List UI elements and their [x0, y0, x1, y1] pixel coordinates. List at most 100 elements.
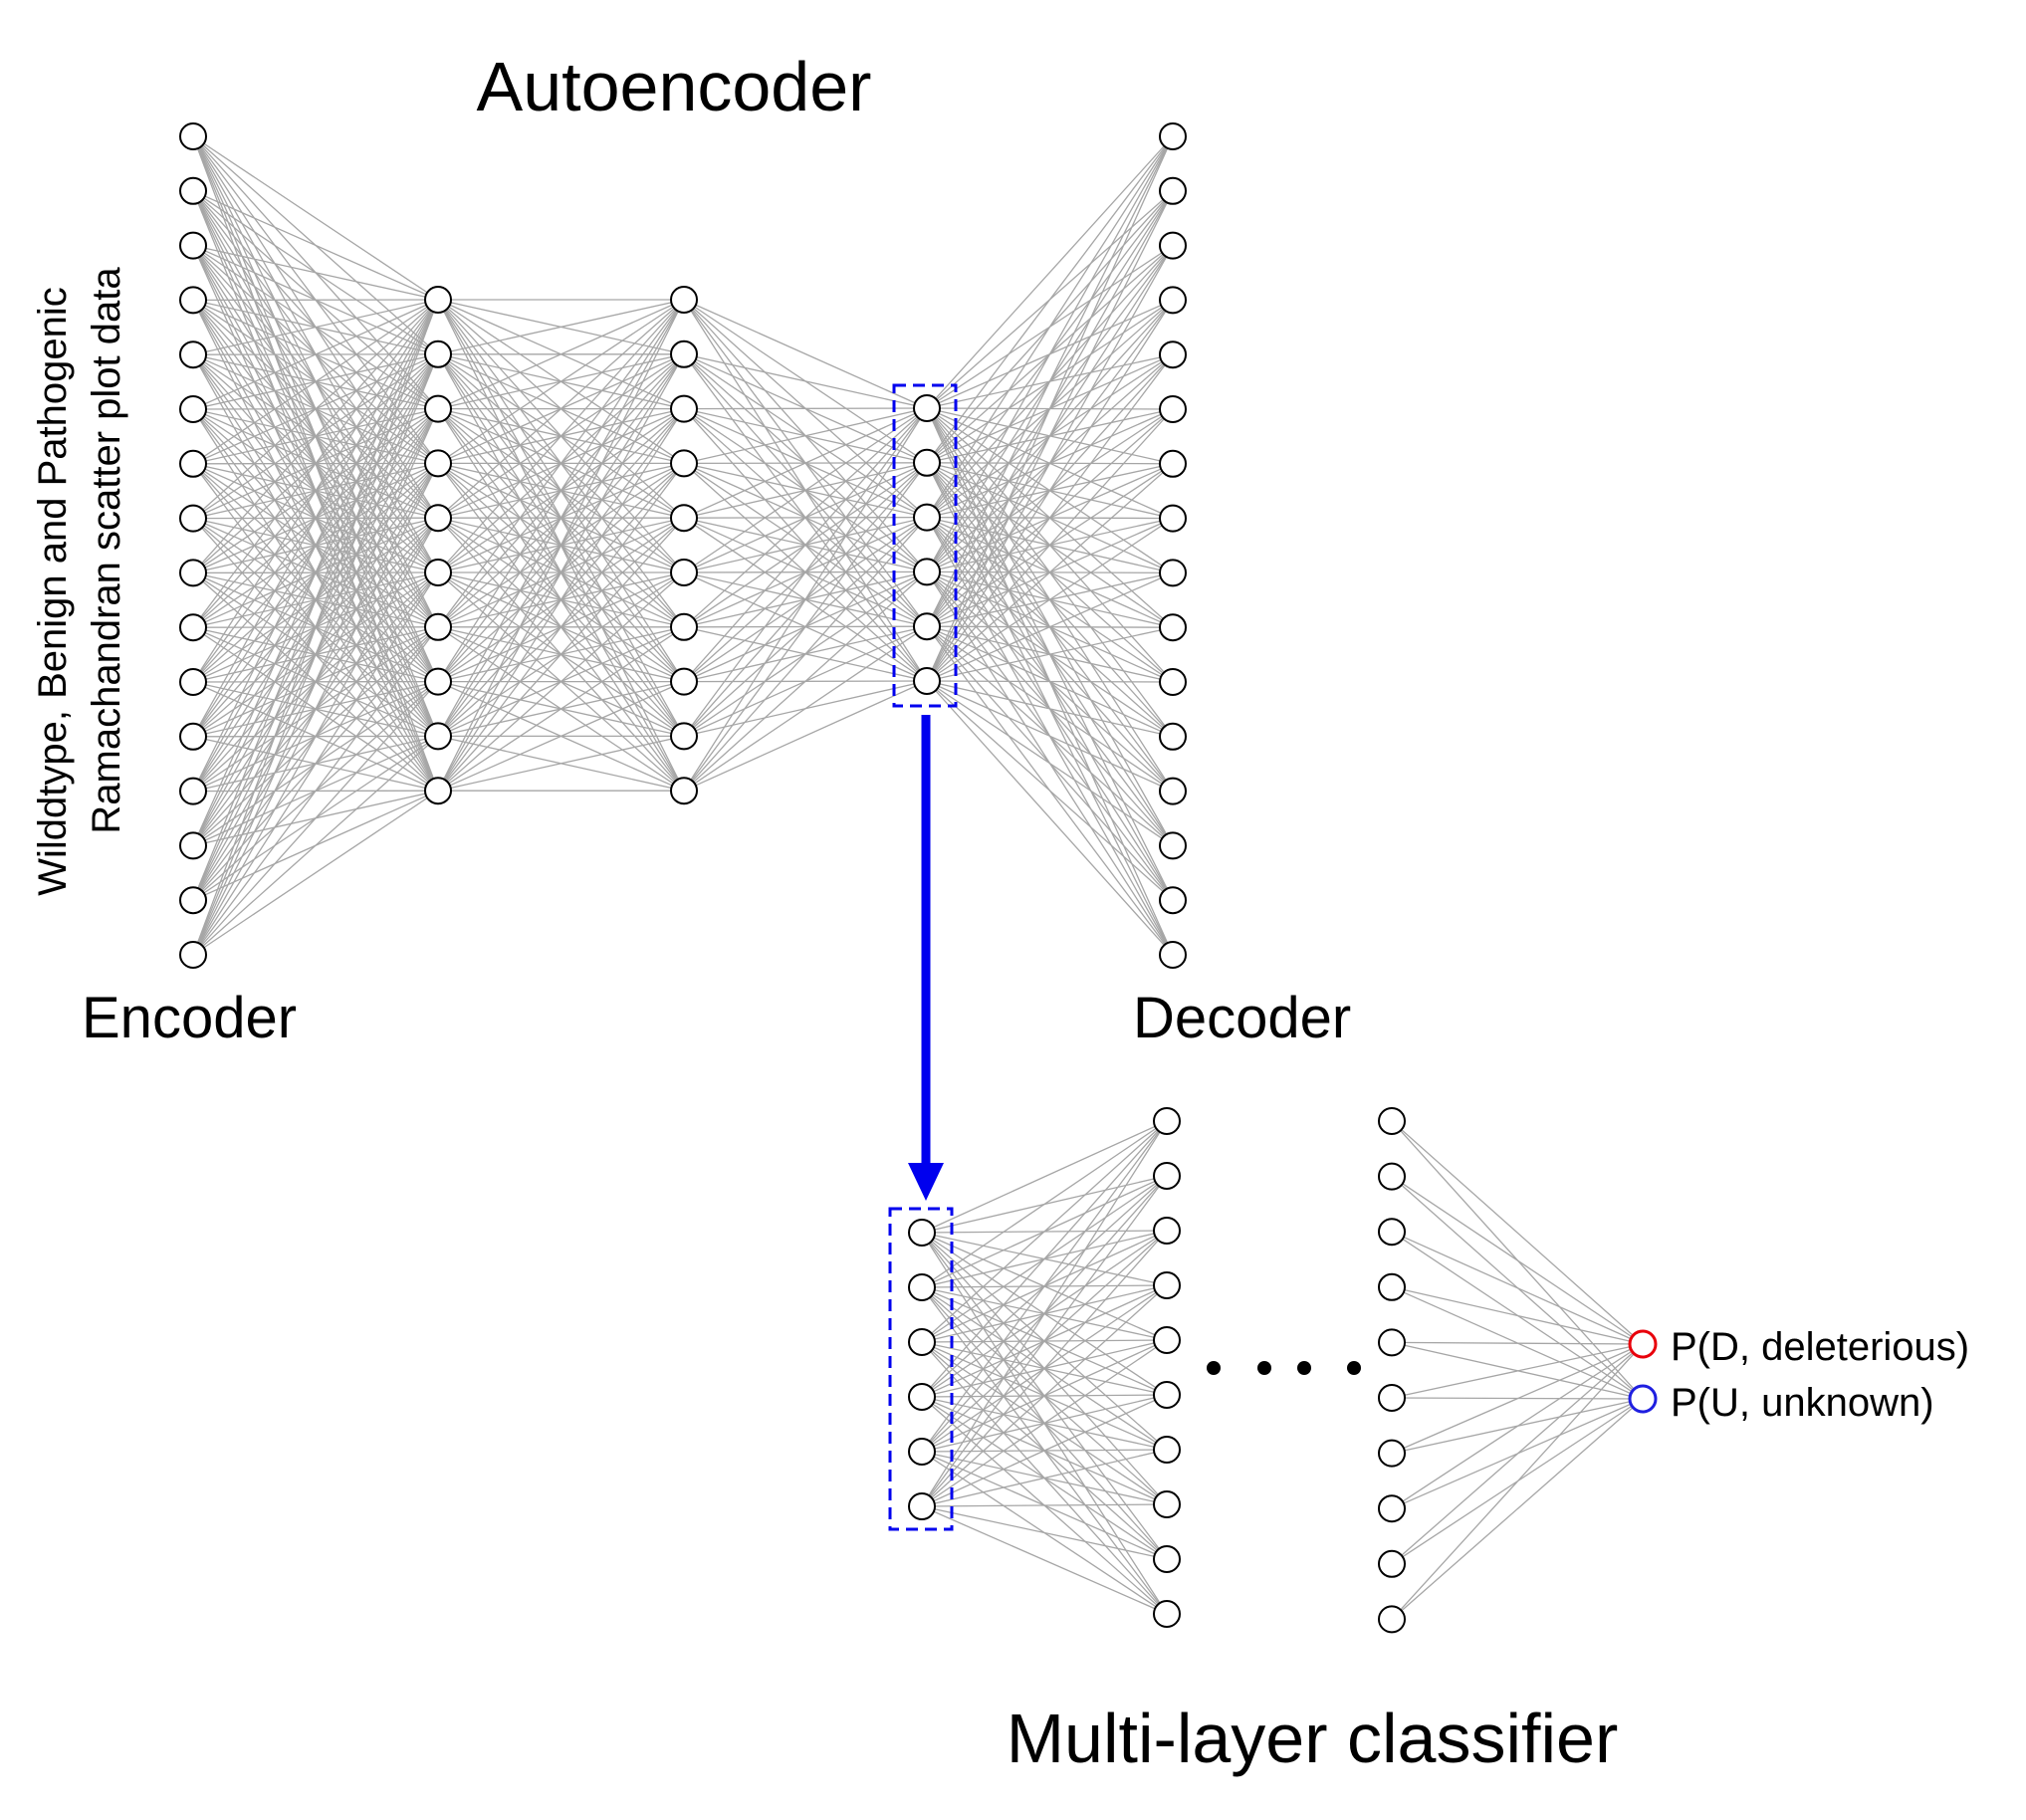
connection-edge	[683, 407, 928, 628]
connection-edge	[1391, 1343, 1644, 1620]
connection-edge	[921, 1394, 1168, 1507]
connection-edge	[437, 408, 685, 792]
connection-edge	[1391, 1286, 1644, 1345]
connection-edge	[192, 299, 439, 683]
autoencoder-hidden-2-node	[670, 559, 698, 586]
autoencoder-output-node	[1159, 668, 1187, 696]
autoencoder-output-node	[1159, 341, 1187, 369]
connection-edge	[192, 790, 439, 956]
transfer-arrow-head	[908, 1163, 944, 1201]
classifier-hidden-1-node	[1153, 1490, 1181, 1518]
connection-edge	[437, 626, 685, 792]
connection-edge	[192, 571, 439, 956]
connection-edge	[921, 1284, 1168, 1507]
connection-edge	[926, 680, 1174, 683]
autoencoder-input-node	[179, 831, 207, 860]
classifier-hidden-last-node	[1378, 1439, 1406, 1468]
classifier-hidden-last-node	[1378, 1107, 1406, 1135]
connection-edge	[437, 299, 685, 519]
connection-edge	[437, 463, 685, 792]
connection-edge	[921, 1503, 1168, 1507]
ellipsis-dots	[1207, 1361, 1361, 1375]
encoder-label: Encoder	[82, 986, 297, 1050]
autoencoder-hidden-1-node	[424, 504, 452, 533]
autoencoder-hidden-1-node	[424, 559, 452, 586]
connection-edge	[921, 1120, 1168, 1453]
ellipsis-dot	[1257, 1361, 1271, 1375]
connection-edge	[926, 135, 1174, 627]
autoencoder-input-node	[179, 559, 207, 587]
output-label-unknown: P(U, unknown)	[1671, 1381, 1934, 1425]
connection-edge	[683, 299, 928, 409]
connection-edge	[926, 135, 1174, 464]
autoencoder-output-node	[1159, 831, 1187, 860]
connection-edge	[926, 680, 1174, 793]
classifier-latent-input-node	[908, 1328, 936, 1356]
classifier-latent-input-node	[908, 1438, 936, 1466]
connection-edge	[921, 1175, 1168, 1507]
connection-edge	[437, 299, 685, 573]
connection-edge	[683, 517, 928, 792]
autoencoder-output-node	[1159, 122, 1187, 150]
autoencoder-hidden-2-node	[670, 722, 698, 751]
autoencoder-input-node	[179, 668, 207, 696]
connection-edge	[437, 571, 685, 792]
connection-edge	[926, 518, 1174, 682]
connection-edge	[192, 463, 439, 956]
connection-edge	[921, 1505, 1168, 1615]
connection-edge	[192, 408, 439, 956]
autoencoder-output-node	[1159, 504, 1187, 533]
connection-edge	[683, 353, 928, 409]
autoencoder-input-node	[179, 722, 207, 751]
autoencoder-input-node	[179, 613, 207, 642]
connection-edge	[921, 1120, 1168, 1398]
connection-edge	[437, 735, 685, 792]
connection-edge	[1391, 1341, 1644, 1345]
autoencoder-bottleneck-node	[913, 448, 941, 477]
output-label-deleterious: P(D, deleterious)	[1671, 1325, 1969, 1369]
connection-edge	[192, 299, 439, 628]
autoencoder-bottleneck-node	[913, 394, 941, 422]
connection-edge	[1391, 1398, 1644, 1620]
autoencoder-input-node	[179, 886, 207, 915]
classifier-hidden-1-node	[1153, 1600, 1181, 1628]
connection-edge	[192, 299, 439, 355]
connection-edge	[921, 1120, 1168, 1234]
autoencoder-output-node	[1159, 176, 1187, 205]
connection-edge	[1391, 1120, 1644, 1345]
autoencoder-hidden-2-node	[670, 612, 698, 641]
connection-edge	[192, 299, 439, 465]
connection-edge	[192, 135, 439, 301]
connection-edge	[926, 300, 1174, 682]
classifier-hidden-last-node	[1378, 1162, 1406, 1191]
autoencoder-output-node	[1159, 941, 1187, 969]
connection-edge	[683, 407, 928, 410]
connection-edge	[437, 681, 685, 792]
ellipsis-dot	[1297, 1361, 1311, 1375]
classifier-hidden-1-node	[1153, 1545, 1181, 1573]
connection-edge	[192, 517, 439, 956]
ellipsis-dot	[1347, 1361, 1361, 1375]
ellipsis-dot	[1207, 1361, 1221, 1375]
autoencoder-output-node	[1159, 395, 1187, 423]
connection-edge	[683, 625, 928, 792]
autoencoder-title: Autoencoder	[477, 48, 872, 125]
autoencoder-hidden-1-node	[424, 777, 452, 805]
classifier-hidden-last-node	[1378, 1549, 1406, 1578]
classifier-hidden-1-node	[1153, 1271, 1181, 1299]
connection-edge	[437, 299, 685, 682]
autoencoder-hidden-1-node	[424, 722, 452, 751]
autoencoder-bottleneck-node	[913, 558, 941, 586]
autoencoder-output-node	[1159, 613, 1187, 642]
autoencoder-bottleneck-node	[913, 612, 941, 641]
autoencoder-hidden-1-node	[424, 286, 452, 314]
connection-edge	[926, 626, 1174, 682]
autoencoder-output-node	[1159, 449, 1187, 478]
classifier-hidden-last-node	[1378, 1218, 1406, 1247]
connection-edge	[192, 626, 439, 956]
classifier-hidden-1-node	[1153, 1162, 1181, 1190]
connection-edge	[683, 462, 928, 792]
autoencoder-input-node	[179, 231, 207, 260]
classifier-hidden-1-node	[1153, 1326, 1181, 1354]
autoencoder-output-node	[1159, 231, 1187, 260]
